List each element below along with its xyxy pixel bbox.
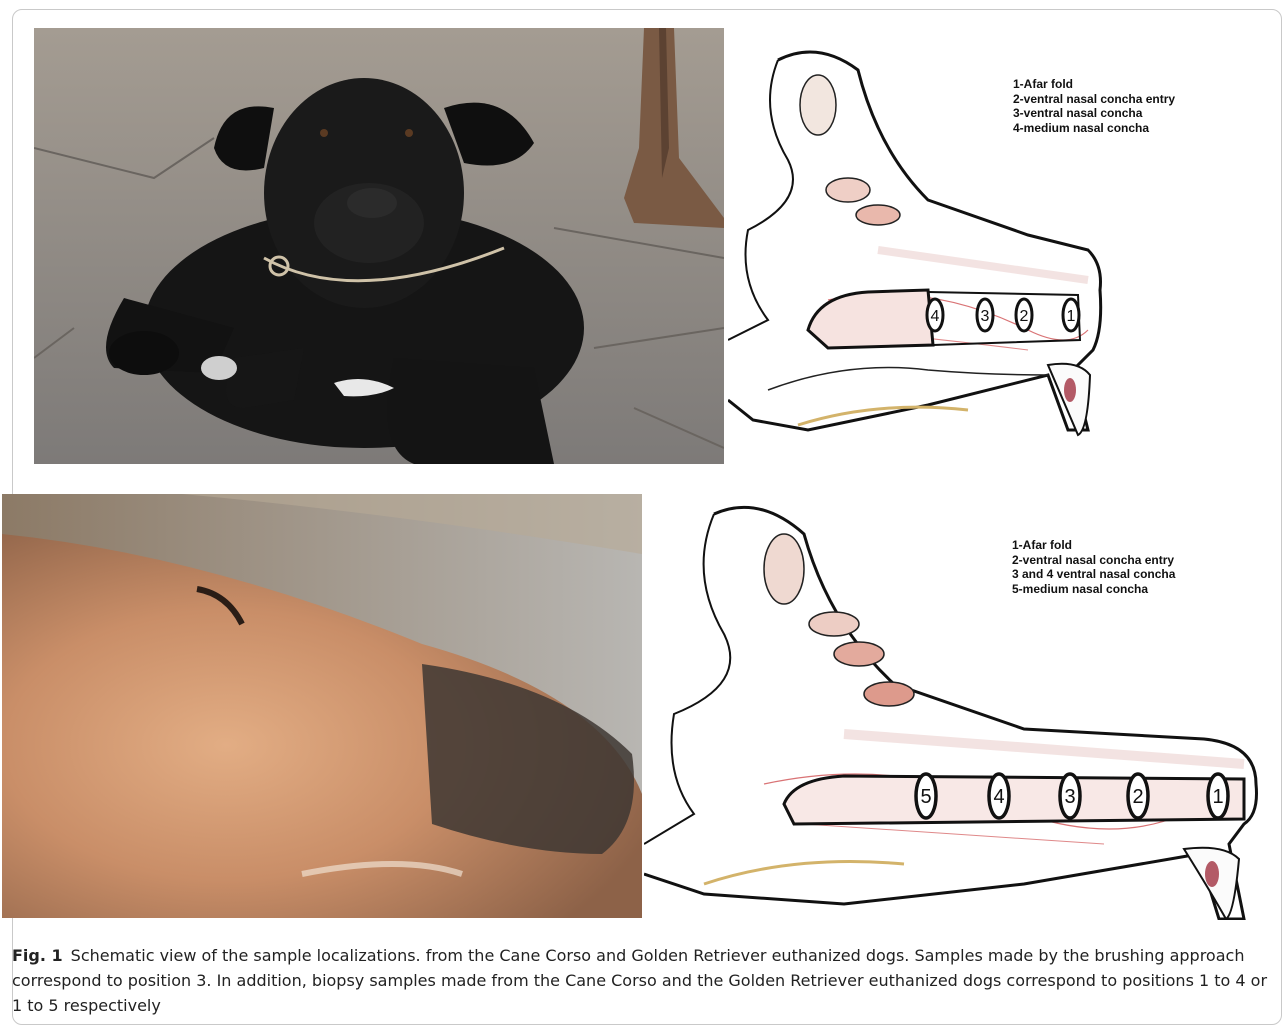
bottom-legend: 1-Afar fold 2-ventral nasal concha entry… bbox=[1012, 538, 1175, 596]
position-label: 1 bbox=[1067, 308, 1076, 325]
position-label: 2 bbox=[1020, 308, 1029, 325]
legend-item: 3-ventral nasal concha bbox=[1013, 106, 1175, 121]
position-label: 5 bbox=[920, 786, 931, 808]
legend-item: 2-ventral nasal concha entry bbox=[1013, 92, 1175, 107]
golden-retriever-nasal-cavity-sketch: 5 4 3 2 1 bbox=[644, 494, 1280, 920]
position-label: 1 bbox=[1212, 786, 1223, 808]
cane-corso-nasal-cavity-sketch: 4 3 2 1 bbox=[728, 30, 1280, 460]
legend-item: 1-Afar fold bbox=[1013, 77, 1175, 92]
legend-item: 3 and 4 ventral nasal concha bbox=[1012, 567, 1175, 582]
legend-item: 1-Afar fold bbox=[1012, 538, 1175, 553]
position-label: 3 bbox=[1064, 786, 1075, 808]
position-label: 2 bbox=[1132, 786, 1143, 808]
legend-item: 4-medium nasal concha bbox=[1013, 121, 1175, 136]
legend-item: 5-medium nasal concha bbox=[1012, 582, 1175, 597]
cane-corso-photo bbox=[34, 28, 724, 464]
figure-label: Fig. 1 bbox=[12, 946, 63, 965]
legend-item: 2-ventral nasal concha entry bbox=[1012, 553, 1175, 568]
golden-retriever-photo bbox=[2, 494, 642, 918]
top-legend: 1-Afar fold 2-ventral nasal concha entry… bbox=[1013, 77, 1175, 135]
caption-text: Schematic view of the sample localizatio… bbox=[12, 946, 1267, 1015]
position-label: 4 bbox=[993, 786, 1004, 808]
position-label: 4 bbox=[931, 308, 940, 325]
position-label: 3 bbox=[981, 308, 990, 325]
